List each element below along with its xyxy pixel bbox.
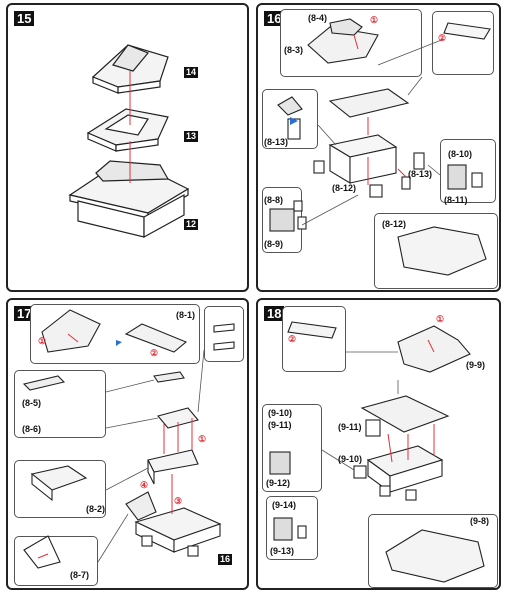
label-9-13: (9-13): [270, 546, 295, 556]
part-tag-13: 13: [184, 131, 199, 142]
label-9-9: (9-9): [466, 360, 486, 370]
label-8-2: (8-2): [86, 504, 106, 514]
step-mark-1: ①: [370, 15, 379, 25]
part-tag-14: 14: [184, 67, 199, 78]
label-8-3: (8-3): [284, 45, 304, 55]
step-mark-2: ②: [150, 348, 159, 358]
step-mark-3: ③: [174, 496, 183, 506]
label-8-13: (8-13): [264, 137, 289, 147]
inset-glue-hint: [282, 306, 346, 372]
step-number: 17: [14, 306, 35, 321]
label-8-5: (8-5): [22, 398, 42, 408]
label-9-11b: (9-11): [338, 422, 362, 432]
label-8-8: (8-8): [264, 195, 284, 205]
label-9-10b: (9-10): [338, 454, 363, 464]
step-mark-1b: ①: [198, 434, 207, 444]
step-number: 18: [264, 306, 285, 321]
label-9-14: (9-14): [272, 500, 297, 510]
label-9-11: (9-11): [268, 420, 292, 430]
inset-glue-hint: [432, 11, 494, 75]
panel-step-15: 15 14 13 12: [6, 3, 249, 292]
label-8-7: (8-7): [70, 570, 90, 580]
label-8-12: (8-12): [332, 183, 357, 193]
label-9-10: (9-10): [268, 408, 293, 418]
label-9-8: (9-8): [470, 516, 490, 526]
step-mark-1: ①: [436, 314, 445, 324]
step-mark-1: ①: [38, 336, 47, 346]
label-8-11: (8-11): [444, 195, 468, 205]
step-15-diagram: [68, 44, 190, 239]
panel-step-17: 17: [6, 298, 249, 590]
label-8-13b: (8-13): [408, 169, 433, 179]
step-17-diagram: [22, 309, 235, 569]
panel-step-18: 18: [256, 298, 501, 590]
label-8-12b: (8-12): [382, 219, 407, 229]
label-8-1: (8-1): [176, 310, 196, 320]
step-number: 15: [14, 11, 35, 26]
step-number: 16: [264, 11, 285, 26]
label-8-9: (8-9): [264, 239, 284, 249]
step-mark-2: ②: [288, 334, 297, 344]
step-16-diagram: [269, 18, 491, 276]
inset-glue-hint: [204, 306, 244, 362]
label-8-10: (8-10): [448, 149, 473, 159]
label-8-6: (8-6): [22, 424, 42, 434]
part-tag-16: 16: [218, 554, 233, 565]
inset-9-10-9-11: [262, 404, 322, 492]
label-8-4: (8-4): [308, 13, 328, 23]
step-18-diagram: [269, 321, 485, 583]
step-mark-4: ④: [140, 480, 149, 490]
panel-step-16: 16: [256, 3, 501, 292]
step-mark-2: ②: [438, 33, 447, 43]
label-9-12: (9-12): [266, 478, 291, 488]
part-tag-12: 12: [184, 219, 199, 230]
